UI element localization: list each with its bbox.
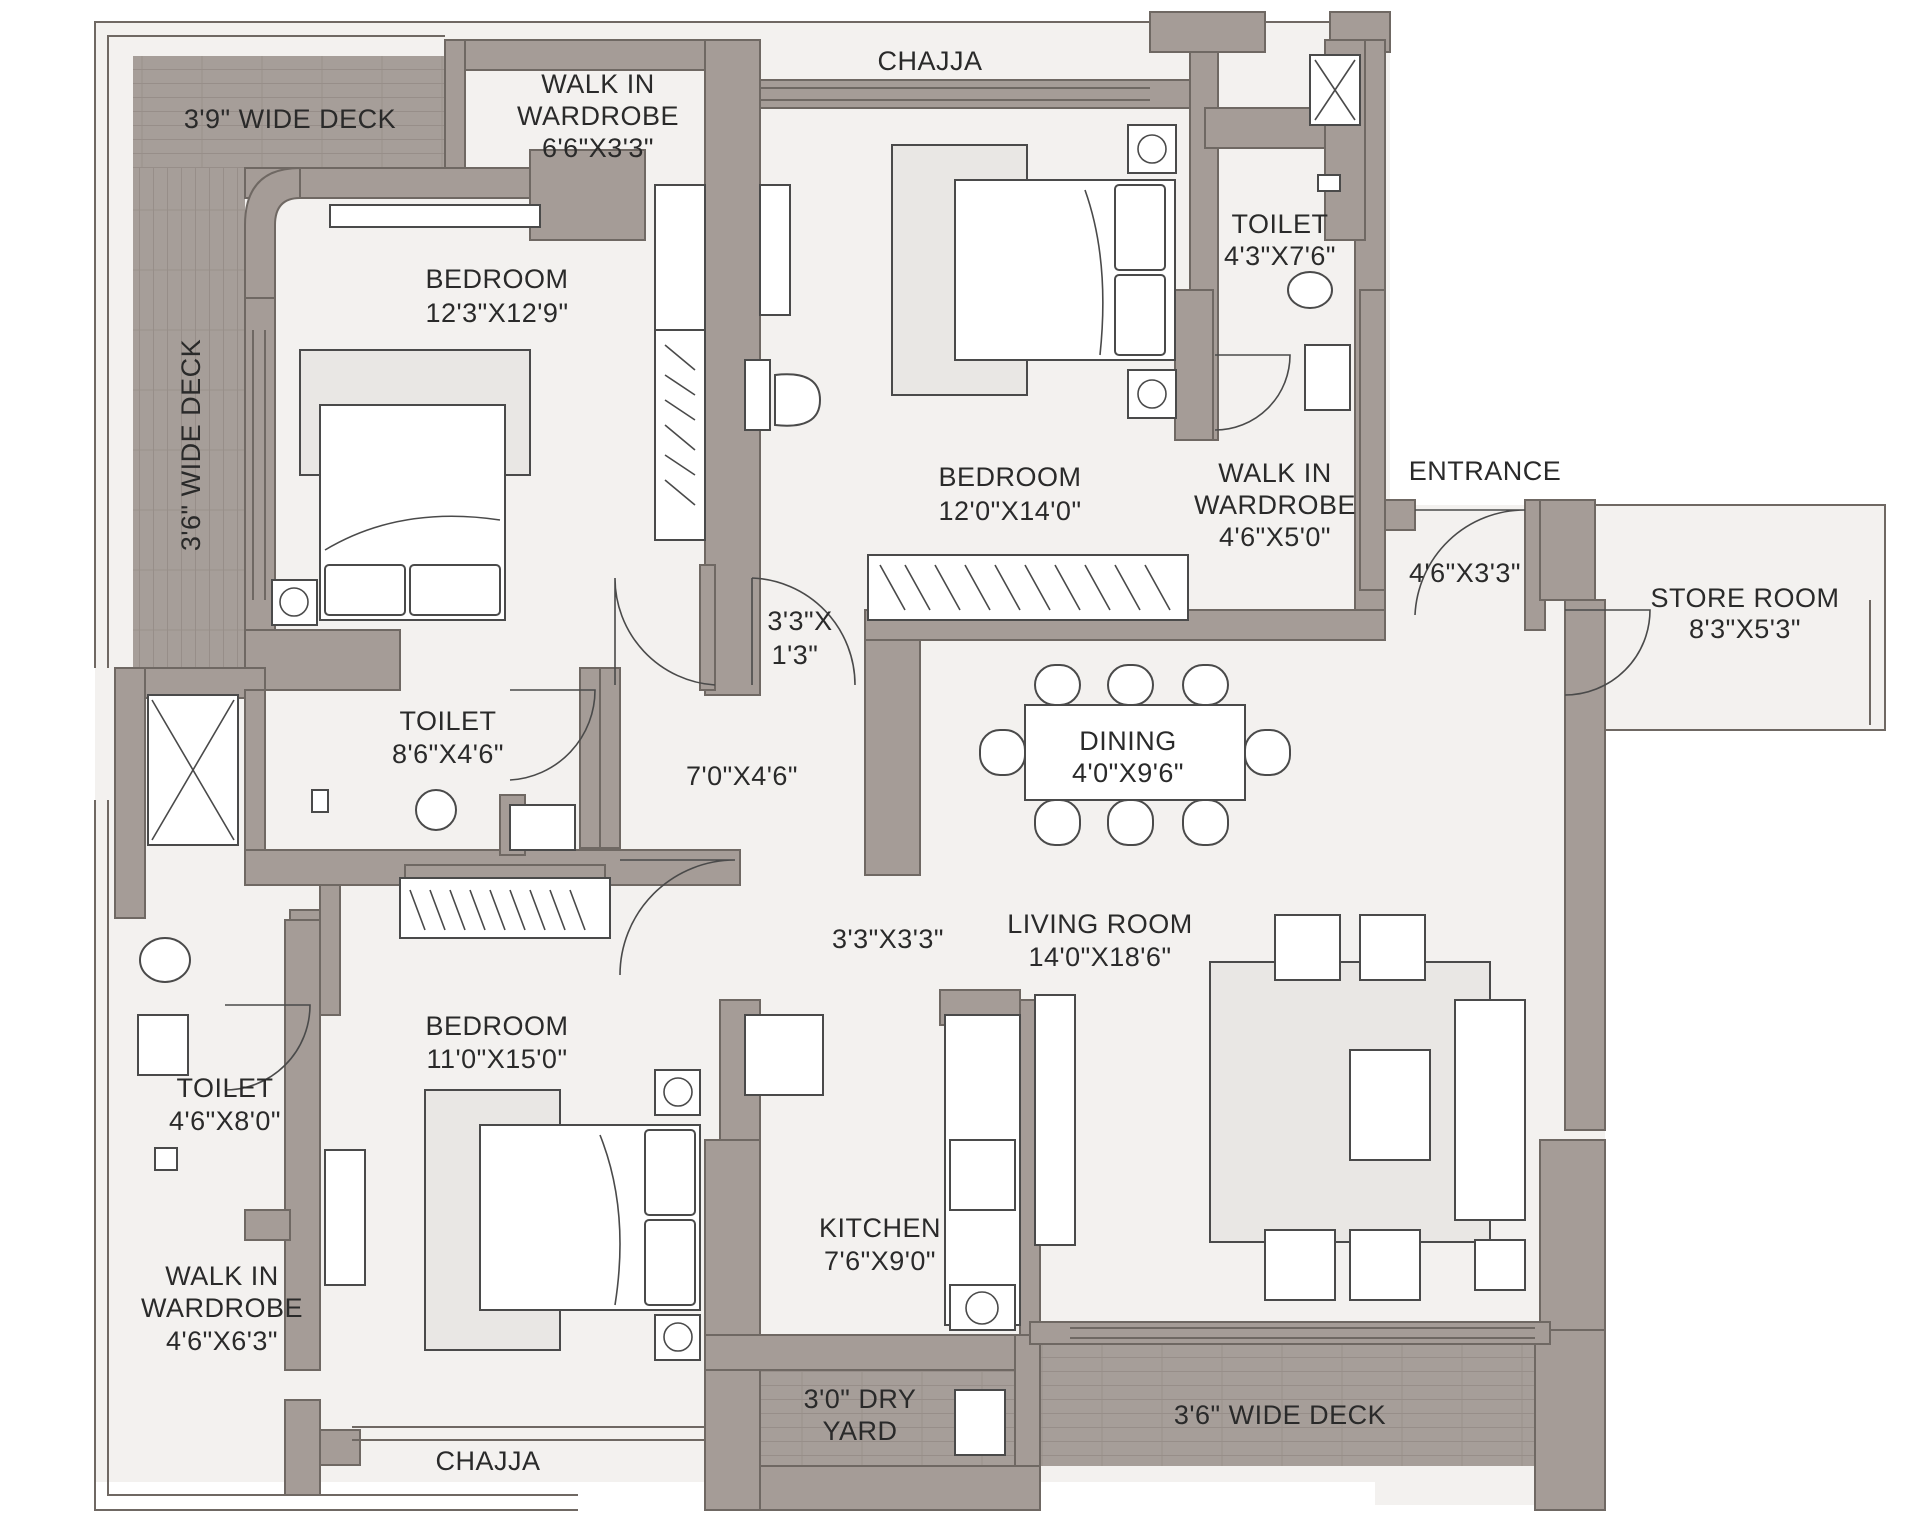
dining-size: 4'0"X9'6" [1072, 758, 1184, 788]
walk-in-wardrobe-2-title: WALK IN [1218, 458, 1332, 488]
deck-top [133, 56, 445, 168]
walk-in-wardrobe-1-subtitle: WARDROBE [517, 101, 679, 131]
walk-in-wardrobe-2-subtitle: WARDROBE [1194, 490, 1356, 520]
bedroom-2-size: 12'0"X14'0" [938, 496, 1081, 526]
doors [224, 354, 1651, 1091]
passage-1-size-a: 3'3"X [767, 606, 832, 636]
windows [252, 87, 1871, 1441]
passage-2-size: 7'0"X4'6" [686, 761, 798, 791]
room-labels: 3'9" WIDE DECK 3'6" WIDE DECK WALK IN WA… [141, 46, 1839, 1476]
walk-in-wardrobe-1-title: WALK IN [541, 69, 655, 99]
walk-in-wardrobe-1-size: 6'6"X3'3" [542, 133, 654, 163]
kitchen-size: 7'6"X9'0" [824, 1246, 936, 1276]
dry-yard-subtitle: YARD [822, 1416, 897, 1446]
deck-left [133, 168, 245, 668]
walk-in-wardrobe-3-title: WALK IN [165, 1261, 279, 1291]
chajja-top-label: CHAJJA [877, 46, 982, 76]
toilet-1-size: 4'3"X7'6" [1224, 241, 1336, 271]
dry-yard-title: 3'0" DRY [804, 1384, 917, 1414]
toilet-3-size: 4'6"X8'0" [169, 1106, 281, 1136]
bedroom-1-title: BEDROOM [425, 264, 568, 294]
deck-left-label: 3'6" WIDE DECK [176, 339, 206, 551]
bedroom-3-size: 11'0"X15'0" [426, 1044, 567, 1074]
toilet-1-title: TOILET [1231, 209, 1328, 239]
foyer-size: 4'6"X3'3" [1409, 558, 1521, 588]
deck-bottom [1040, 1343, 1535, 1466]
walk-in-wardrobe-2-size: 4'6"X5'0" [1219, 522, 1331, 552]
walk-in-wardrobe-3-subtitle: WARDROBE [141, 1293, 303, 1323]
bedroom-2-title: BEDROOM [938, 462, 1081, 492]
kitchen-title: KITCHEN [819, 1213, 941, 1243]
passage-3-size: 3'3"X3'3" [832, 924, 944, 954]
deck-top-label: 3'9" WIDE DECK [184, 104, 396, 134]
toilet-2-size: 8'6"X4'6" [392, 739, 504, 769]
furniture [137, 54, 1526, 1456]
dining-title: DINING [1079, 726, 1177, 756]
living-room-size: 14'0"X18'6" [1028, 942, 1171, 972]
toilet-3-title: TOILET [176, 1073, 273, 1103]
deck-bottom-label: 3'6" WIDE DECK [1174, 1400, 1386, 1430]
entrance-label: ENTRANCE [1409, 456, 1562, 486]
walk-in-wardrobe-3-size: 4'6"X6'3" [166, 1326, 278, 1356]
store-room-size: 8'3"X5'3" [1689, 614, 1801, 644]
bedroom-3-title: BEDROOM [425, 1011, 568, 1041]
bedroom-1-size: 12'3"X12'9" [425, 298, 568, 328]
toilet-2-title: TOILET [399, 706, 496, 736]
outer-boundary [94, 21, 1886, 1511]
store-room-title: STORE ROOM [1650, 583, 1839, 613]
chajja-bottom-label: CHAJJA [435, 1446, 540, 1476]
living-room-title: LIVING ROOM [1007, 909, 1193, 939]
passage-1-size-b: 1'3" [772, 640, 819, 670]
